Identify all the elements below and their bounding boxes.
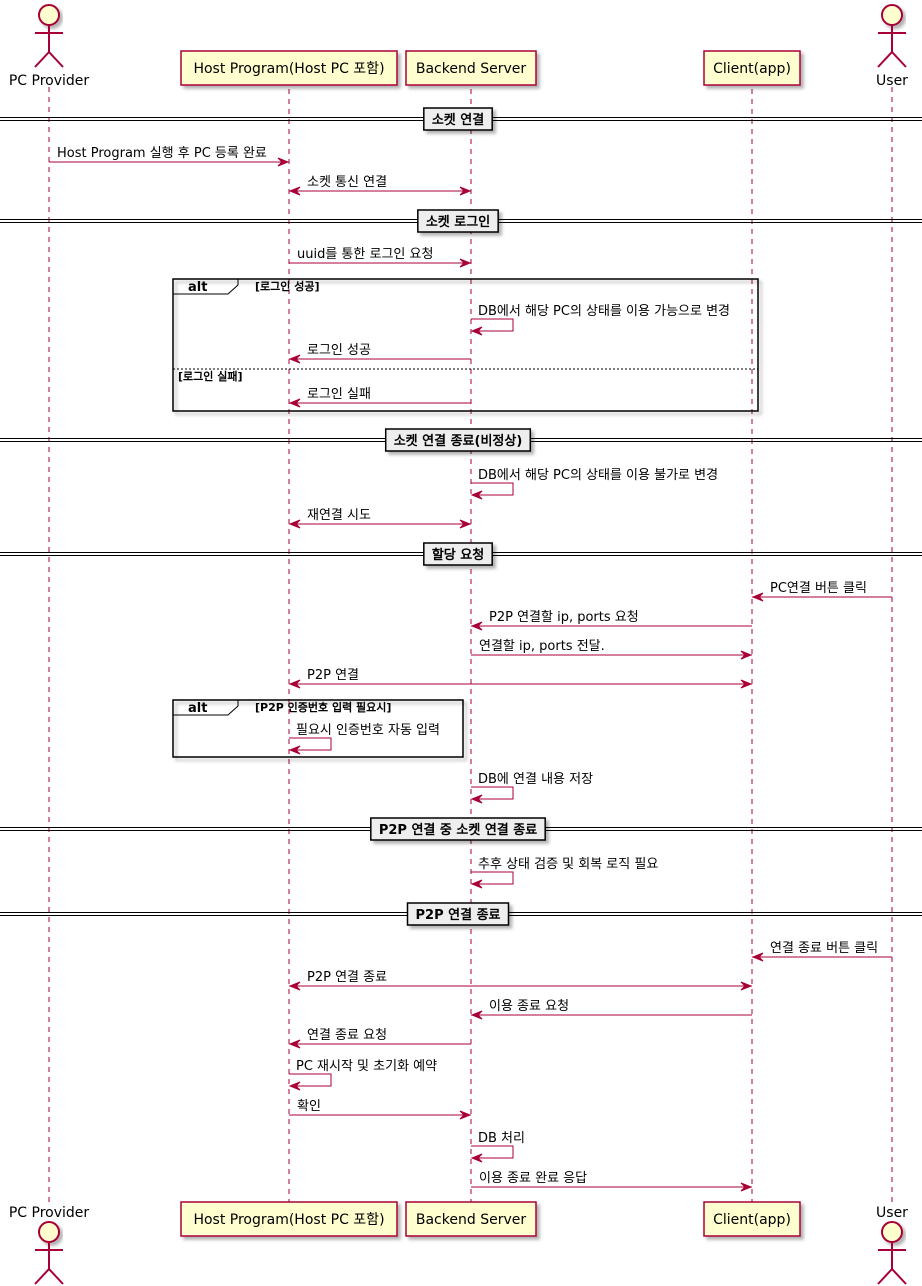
message-label: DB에서 해당 PC의 상태를 이용 가능으로 변경 <box>478 304 730 319</box>
message-m22: DB 처리 <box>470 1131 525 1163</box>
message-label: DB에서 해당 PC의 상태를 이용 불가로 변경 <box>478 468 718 483</box>
message-label: 이용 종료 요청 <box>489 999 569 1014</box>
participant-client-bottom: Client(app) <box>703 1201 801 1237</box>
participant-label: Host Program(Host PC 포함) <box>193 1212 384 1228</box>
alt-keyword: alt <box>188 280 207 295</box>
message-label: 확인 <box>297 1099 321 1114</box>
divider-d6: P2P 연결 종료 <box>0 902 922 926</box>
participant-label: User <box>876 73 908 89</box>
participant-label: Client(app) <box>713 61 791 77</box>
alt-condition: [로그인 실패] <box>178 369 242 383</box>
message-m23: 이용 종료 완료 응답 <box>471 1171 753 1192</box>
divider-label: 소켓 연결 <box>432 112 484 128</box>
participant-label: Client(app) <box>713 1212 791 1228</box>
divider-label: 소켓 로그인 <box>426 214 490 230</box>
participant-label: Backend Server <box>416 1212 526 1228</box>
message-label: 소켓 통신 연결 <box>307 175 387 190</box>
alt-condition: [P2P 인증번호 입력 필요시] <box>255 700 391 714</box>
divider-d2: 소켓 로그인 <box>0 209 922 233</box>
divider-label: P2P 연결 종료 <box>416 907 501 923</box>
divider-d3: 소켓 연결 종료(비정상) <box>0 428 922 452</box>
participant-backend-top: Backend Server <box>405 50 537 86</box>
participant-label: User <box>876 1205 908 1221</box>
divider-d5: P2P 연결 중 소켓 연결 종료 <box>0 817 922 841</box>
message-m3: uuid를 통한 로그인 요청 <box>289 247 472 268</box>
message-label: Host Program 실행 후 PC 등록 완료 <box>57 145 267 161</box>
message-label: 추후 상태 검증 및 회복 로직 필요 <box>478 857 658 872</box>
alt-frame-alt2: alt [P2P 인증번호 입력 필요시] <box>172 699 464 758</box>
message-label: PC연결 버튼 클릭 <box>770 581 867 596</box>
message-label: 로그인 성공 <box>307 343 371 358</box>
message-m21: 확인 <box>289 1099 472 1120</box>
message-label: 연결 종료 버튼 클릭 <box>770 941 878 956</box>
message-m10: P2P 연결할 ip, ports 요청 <box>470 610 752 631</box>
message-m12: P2P 연결 <box>288 668 753 689</box>
divider-d1: 소켓 연결 <box>0 107 922 131</box>
message-m13: 필요시 인증번호 자동 입력 <box>288 723 440 755</box>
alt-condition: [로그인 성공] <box>255 279 319 293</box>
message-m17: P2P 연결 종료 <box>288 970 753 991</box>
participant-label: Backend Server <box>416 61 526 77</box>
message-label: 필요시 인증번호 자동 입력 <box>296 723 440 738</box>
message-m2: 소켓 통신 연결 <box>288 175 472 196</box>
message-label: PC 재시작 및 초기화 예약 <box>296 1059 437 1074</box>
participant-backend-bottom: Backend Server <box>405 1201 537 1237</box>
alt-keyword: alt <box>188 701 207 716</box>
divider-label: 소켓 연결 종료(비정상) <box>394 433 523 449</box>
message-m15: 추후 상태 검증 및 회복 로직 필요 <box>470 857 658 889</box>
message-label: P2P 연결 <box>307 668 359 683</box>
message-m20: PC 재시작 및 초기화 예약 <box>288 1059 437 1091</box>
message-m1: Host Program 실행 후 PC 등록 완료 <box>49 145 290 167</box>
alt-frame-alt1: alt [로그인 성공] [로그인 실패] <box>172 278 759 412</box>
message-label: 이용 종료 완료 응답 <box>479 1171 587 1186</box>
message-m6: 로그인 실패 <box>288 387 471 408</box>
participant-provider-top: PC Provider <box>9 4 90 89</box>
message-m4: DB에서 해당 PC의 상태를 이용 가능으로 변경 <box>470 304 730 336</box>
participant-user-bottom: User <box>876 1205 908 1285</box>
participant-host-bottom: Host Program(Host PC 포함) <box>180 1201 398 1237</box>
message-label: uuid를 통한 로그인 요청 <box>297 247 433 262</box>
message-label: DB 처리 <box>478 1131 525 1146</box>
message-label: 재연결 시도 <box>307 508 371 523</box>
message-label: P2P 연결할 ip, ports 요청 <box>489 610 639 625</box>
message-m7: DB에서 해당 PC의 상태를 이용 불가로 변경 <box>470 468 718 500</box>
message-m8: 재연결 시도 <box>288 508 472 529</box>
participant-client-top: Client(app) <box>703 50 801 86</box>
participant-host-top: Host Program(Host PC 포함) <box>180 50 398 86</box>
message-m11: 연결할 ip, ports 전달. <box>471 639 753 660</box>
message-m18: 이용 종료 요청 <box>470 999 752 1020</box>
participant-label: Host Program(Host PC 포함) <box>193 61 384 77</box>
participant-label: PC Provider <box>9 73 90 89</box>
participant-user-top: User <box>876 4 908 89</box>
message-label: 로그인 실패 <box>307 387 371 402</box>
participant-label: PC Provider <box>9 1205 90 1221</box>
message-m9: PC연결 버튼 클릭 <box>751 581 892 602</box>
participant-provider-bottom: PC Provider <box>9 1205 90 1285</box>
message-m16: 연결 종료 버튼 클릭 <box>751 941 892 962</box>
message-label: P2P 연결 종료 <box>307 970 387 985</box>
message-label: 연결할 ip, ports 전달. <box>479 639 605 654</box>
message-m19: 연결 종료 요청 <box>288 1028 471 1049</box>
message-label: DB에 연결 내용 저장 <box>478 772 593 787</box>
divider-label: P2P 연결 중 소켓 연결 종료 <box>379 822 537 838</box>
divider-label: 할당 요청 <box>432 547 484 563</box>
message-m14: DB에 연결 내용 저장 <box>470 772 593 804</box>
message-label: 연결 종료 요청 <box>307 1028 387 1043</box>
message-m5: 로그인 성공 <box>288 343 471 364</box>
divider-d4: 할당 요청 <box>0 542 922 566</box>
